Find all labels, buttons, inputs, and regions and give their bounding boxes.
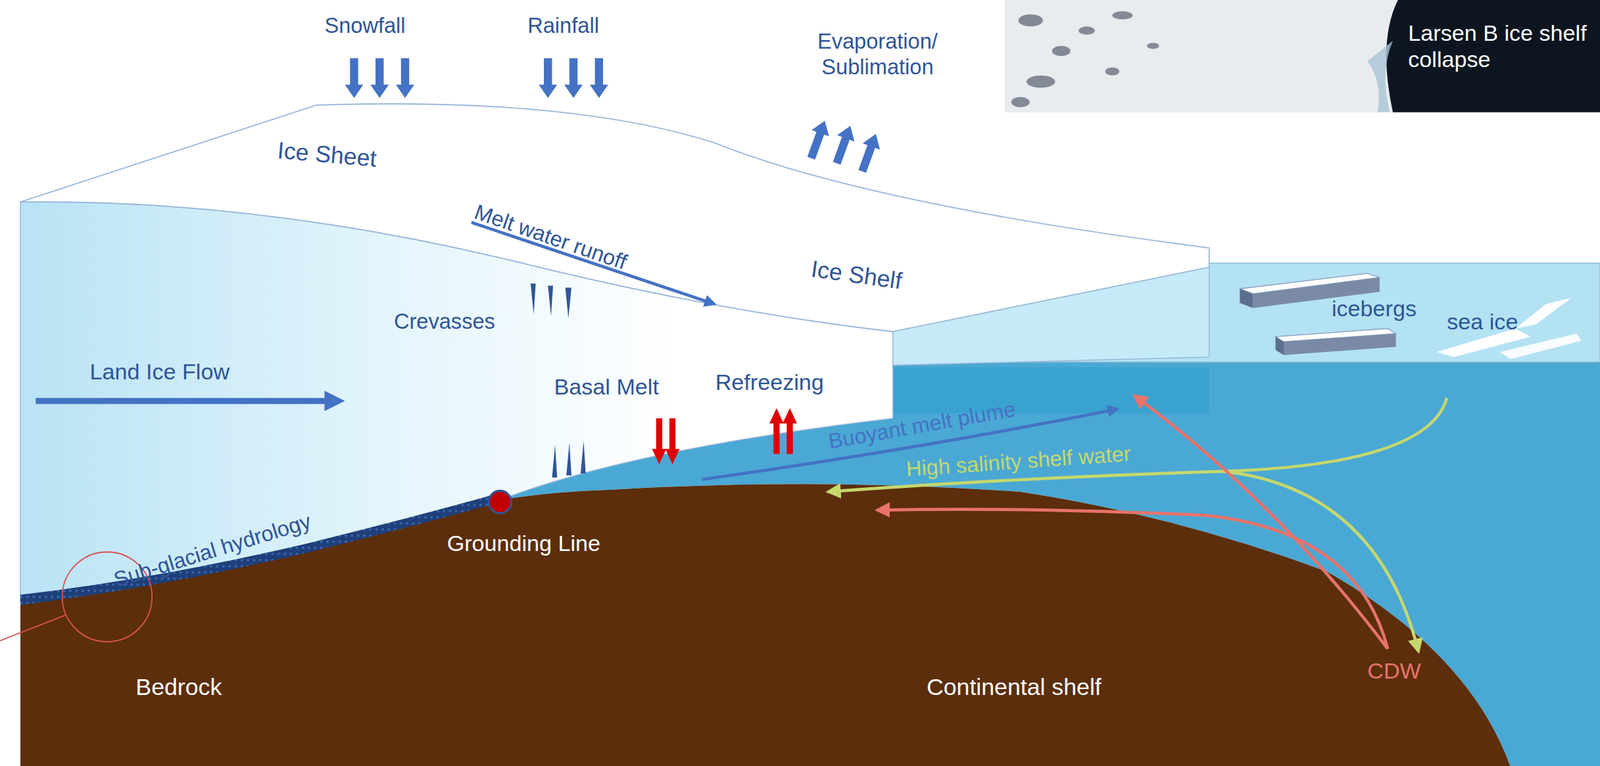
- process-label: Melt water runoff: [471, 198, 631, 275]
- photo-inset: [1004, 0, 1600, 113]
- land-ice-flow-arrow: [35, 390, 345, 412]
- region-label: Bedrock: [135, 673, 222, 702]
- feature-label: Grounding Line: [447, 530, 601, 558]
- ice-top-surface: [20, 103, 1210, 332]
- process-label: Snowfall: [324, 12, 406, 39]
- process-label: Basal Melt: [554, 374, 659, 402]
- process-label: Land Ice Flow: [90, 359, 231, 387]
- feature-label: icebergs: [1331, 295, 1417, 323]
- shelf-end-face: [893, 267, 1210, 366]
- precip-arrows: [344, 57, 885, 175]
- feature-label: Sub-glacial hydrology: [110, 507, 314, 592]
- feature-label: sea ice: [1446, 309, 1518, 337]
- melt-freeze-arrows: [652, 408, 798, 465]
- grounding-line-dot: [488, 490, 511, 513]
- process-label: Rainfall: [527, 12, 600, 39]
- bedrock: [20, 484, 1510, 766]
- region-label: Continental shelf: [926, 673, 1102, 702]
- process-label: Refreezing: [715, 369, 825, 397]
- cdw-arrow-lower: [877, 509, 1388, 650]
- region-label: Ice Sheet: [276, 136, 378, 174]
- water-mass-label: CDW: [1367, 658, 1422, 686]
- photo-caption: Larsen B ice shelf collapse: [1407, 20, 1597, 75]
- zoom-leader: [0, 615, 66, 642]
- shelf-cavity-shade: [893, 367, 1210, 414]
- cdw-arrow: [1134, 395, 1388, 650]
- feature-label: Crevasses: [393, 308, 496, 335]
- water-mass-label: Buoyant melt plume: [826, 395, 1018, 454]
- sea-ice: [1436, 297, 1582, 360]
- process-label: Evaporation/ Sublimation: [785, 28, 970, 80]
- water-mass-label: High salinity shelf water: [905, 440, 1132, 483]
- region-label: Ice Shelf: [809, 255, 904, 296]
- subglacial-water: [20, 492, 500, 606]
